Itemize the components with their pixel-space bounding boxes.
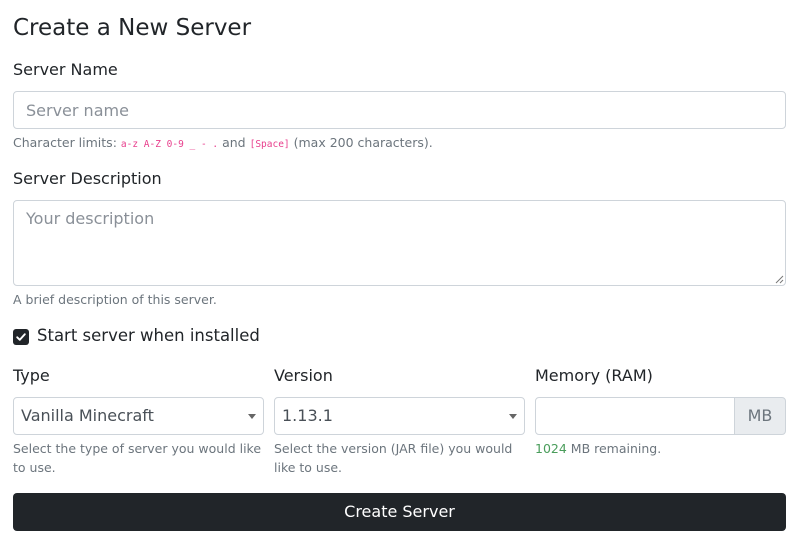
server-name-input[interactable] — [13, 91, 786, 129]
server-description-wrapper — [13, 200, 786, 286]
start-server-checkbox[interactable] — [13, 329, 29, 345]
memory-remaining-value: 1024 — [535, 441, 567, 456]
start-server-label[interactable]: Start server when installed — [37, 326, 260, 345]
memory-help: 1024 MB remaining. — [535, 439, 661, 458]
allowed-chars-code: a-z A-Z 0-9 _ - . — [120, 139, 219, 150]
type-selected-value: Vanilla Minecraft — [21, 406, 154, 425]
version-selected-value: 1.13.1 — [282, 406, 333, 425]
memory-input-group: MB — [535, 397, 786, 435]
type-label: Type — [13, 366, 50, 385]
version-label: Version — [274, 366, 333, 385]
help-text: and — [218, 135, 250, 150]
server-description-label: Server Description — [13, 169, 162, 188]
server-name-help: Character limits: a-z A-Z 0-9 _ - . and … — [13, 133, 786, 154]
memory-unit-addon: MB — [734, 397, 786, 435]
server-description-textarea[interactable] — [13, 200, 786, 286]
help-text: (max 200 characters). — [289, 135, 433, 150]
type-select[interactable]: Vanilla Minecraft — [13, 397, 264, 435]
checkmark-icon — [16, 333, 26, 341]
create-server-button[interactable]: Create Server — [13, 493, 786, 531]
caret-down-icon — [248, 414, 256, 419]
help-text: Character limits: — [13, 135, 121, 150]
resize-grip-icon[interactable] — [775, 275, 784, 284]
server-name-label: Server Name — [13, 60, 118, 79]
version-help: Select the version (JAR file) you would … — [274, 441, 513, 475]
type-help: Select the type of server you would like… — [13, 441, 262, 475]
caret-down-icon — [509, 414, 517, 419]
memory-remaining-text: MB remaining. — [566, 441, 662, 456]
server-description-help: A brief description of this server. — [13, 292, 217, 307]
version-select[interactable]: 1.13.1 — [274, 397, 525, 435]
memory-label: Memory (RAM) — [535, 366, 653, 385]
memory-input[interactable] — [535, 397, 735, 435]
space-code: [Space] — [249, 139, 290, 150]
page-title: Create a New Server — [13, 15, 252, 41]
